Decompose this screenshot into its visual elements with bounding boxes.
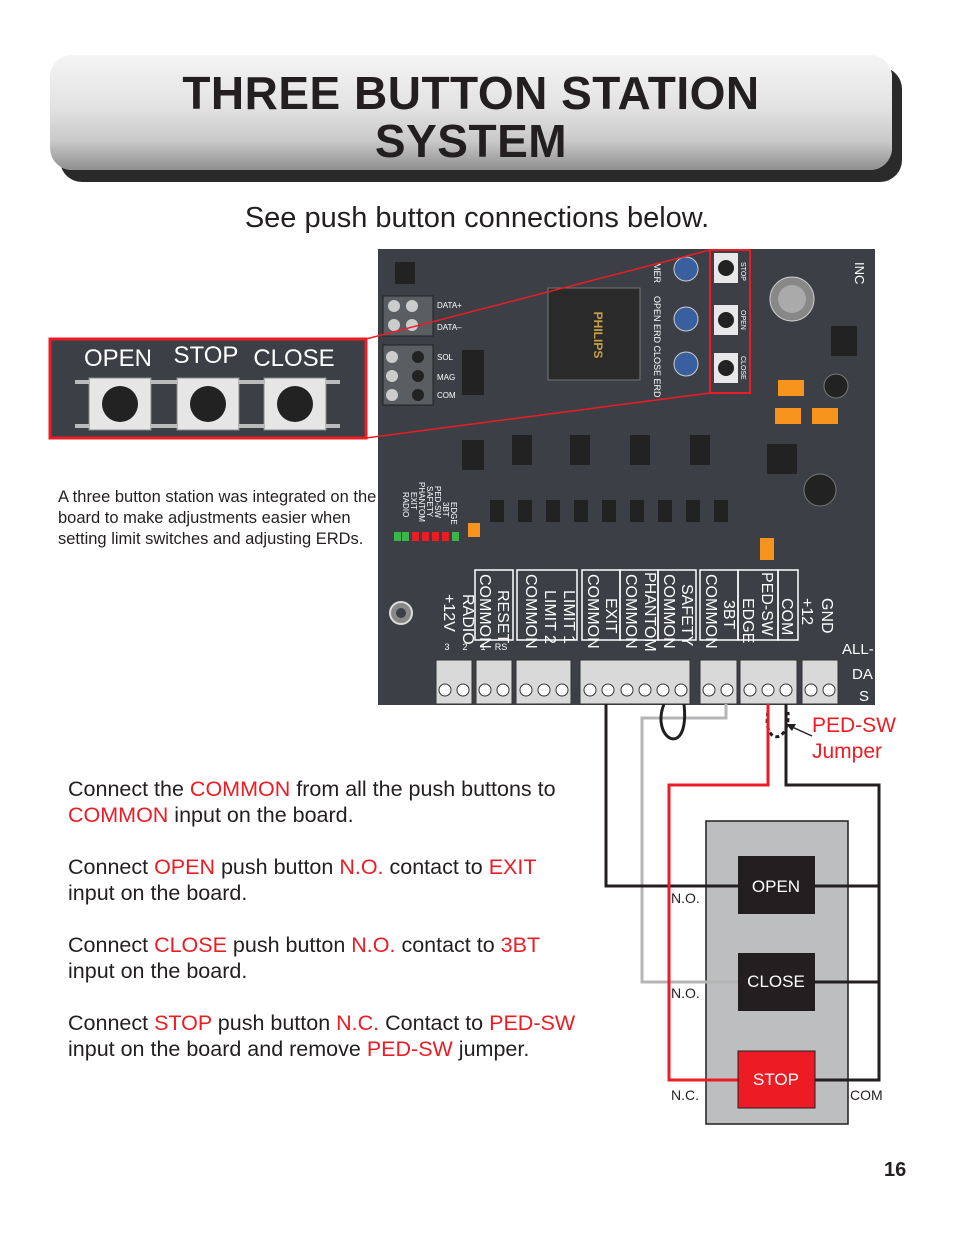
terminal-limit1: LIMIT 1 <box>560 590 577 644</box>
label-com: COM <box>437 391 456 400</box>
dip-number-rs: RS <box>495 642 508 652</box>
terminal-phantom: PHANTOM <box>641 572 658 652</box>
label-erd: OPEN ERD CLOSE ERD <box>652 296 662 398</box>
terminal-common-2: COMMON <box>522 574 539 649</box>
board-label-close: CLOSE <box>739 356 746 380</box>
button-inset: OPEN STOP CLOSE <box>48 337 368 440</box>
terminal-common-1: COMMON <box>476 574 493 649</box>
terminal-common-3: COMMON <box>584 574 601 649</box>
terminal-common-6: COMMON <box>702 574 719 649</box>
board-label-open: OPEN <box>739 310 746 330</box>
label-timer: MER <box>652 263 662 284</box>
led-label-ped-sw: PED-SW <box>433 486 442 518</box>
instruction-open: Connect OPEN push button N.O. contact to… <box>68 855 537 905</box>
all-das-line2: DA <box>852 666 873 683</box>
led-label-phantom: PHANTOM <box>417 482 426 522</box>
terminal-plus12: +12 <box>798 598 815 625</box>
station-open-label: OPEN <box>752 877 800 896</box>
terminal-safety: SAFETY <box>678 584 695 647</box>
terminal-exit: EXIT <box>602 598 619 634</box>
led-label-3bt: 3BT <box>441 502 450 517</box>
terminal-common-5: COMMON <box>660 574 677 649</box>
contact-label-nc-stop: N.C. <box>671 1087 699 1103</box>
contact-label-com: COM <box>850 1087 883 1103</box>
station-close-label: CLOSE <box>747 972 805 991</box>
instruction-stop: Connect STOP push button N.C. Contact to… <box>68 1011 576 1061</box>
zoom-line-bottom <box>365 392 711 439</box>
terminal-3bt: 3BT <box>720 600 737 630</box>
led-label-exit: EXIT <box>409 492 418 510</box>
led-label-safety: SAFETY <box>425 486 434 518</box>
chip-label: PHILIPS <box>591 312 605 359</box>
wires <box>604 703 881 1082</box>
all-das-line1: ALL- <box>842 641 874 658</box>
station-stop-label: STOP <box>753 1070 799 1089</box>
page-title-line2: SYSTEM <box>374 115 568 167</box>
instructions: Connect the COMMON from all the push but… <box>68 776 588 1088</box>
terminal-reset: RESET <box>494 590 511 644</box>
jumper-arrow-head <box>786 724 796 731</box>
board-label-stop: STOP <box>739 262 746 281</box>
zoom-line-top <box>365 249 711 340</box>
contact-label-no-open: N.O. <box>671 890 700 906</box>
label-mag: MAG <box>437 373 455 382</box>
terminal-blocks <box>435 659 839 705</box>
terminal-ped-sw: PED-SW <box>758 572 775 637</box>
station-open-button <box>738 856 815 914</box>
terminal-radio: RADIO <box>459 594 476 645</box>
dip-number-3: 3 <box>444 642 449 652</box>
instruction-close: Connect CLOSE push button N.O. contact t… <box>68 933 540 983</box>
instruction-common: Connect the COMMON from all the push but… <box>68 777 556 827</box>
inset-label-stop: STOP <box>174 342 239 369</box>
led-label-edge: EDGE <box>449 502 458 525</box>
label-inc: INC <box>852 262 867 284</box>
dip-number-2: 2 <box>462 642 467 652</box>
ped-sw-jumper-label-line2: Jumper <box>812 740 883 763</box>
terminal-com: COM <box>778 598 795 635</box>
all-das-line3: S <box>859 688 869 705</box>
label-sol: SOL <box>437 353 454 362</box>
label-data-minus: DATA– <box>437 323 462 332</box>
ped-sw-jumper-label-line1: PED-SW <box>812 714 896 737</box>
page-number: 16 <box>884 1159 907 1181</box>
board-caption: A three button station was integrated on… <box>58 488 377 548</box>
terminal-edge: EDGE <box>739 598 756 643</box>
label-data-plus: DATA+ <box>437 301 462 310</box>
terminal-label-group <box>474 569 799 641</box>
page-title-line1: THREE BUTTON STATION <box>182 67 760 119</box>
subtitle: See push button connections below. <box>244 202 710 234</box>
station-stop-button <box>737 1050 816 1109</box>
led-label-radio: RADIO <box>401 492 410 517</box>
terminal-gnd: GND <box>818 598 835 634</box>
terminal-limit2: LIMIT 2 <box>541 590 558 644</box>
inset-label-close: CLOSE <box>253 345 334 372</box>
page-title: THREE BUTTON STATION SYSTEM <box>50 69 892 165</box>
ped-sw-jumper-label: PED-SW Jumper <box>812 713 896 765</box>
contact-label-no-close: N.O. <box>671 985 700 1001</box>
dip-number-1: 1 <box>480 642 485 652</box>
station-close-button <box>738 953 815 1011</box>
terminal-common-4: COMMON <box>622 574 639 649</box>
inset-label-open: OPEN <box>84 345 152 372</box>
title-banner: THREE BUTTON STATION SYSTEM <box>50 55 892 170</box>
terminal-plus12v: +12V <box>440 594 457 632</box>
circuit-board: DATA+ DATA– SOL MAG COM PHILIPS MER OPEN… <box>378 249 875 705</box>
led-row <box>394 523 480 541</box>
